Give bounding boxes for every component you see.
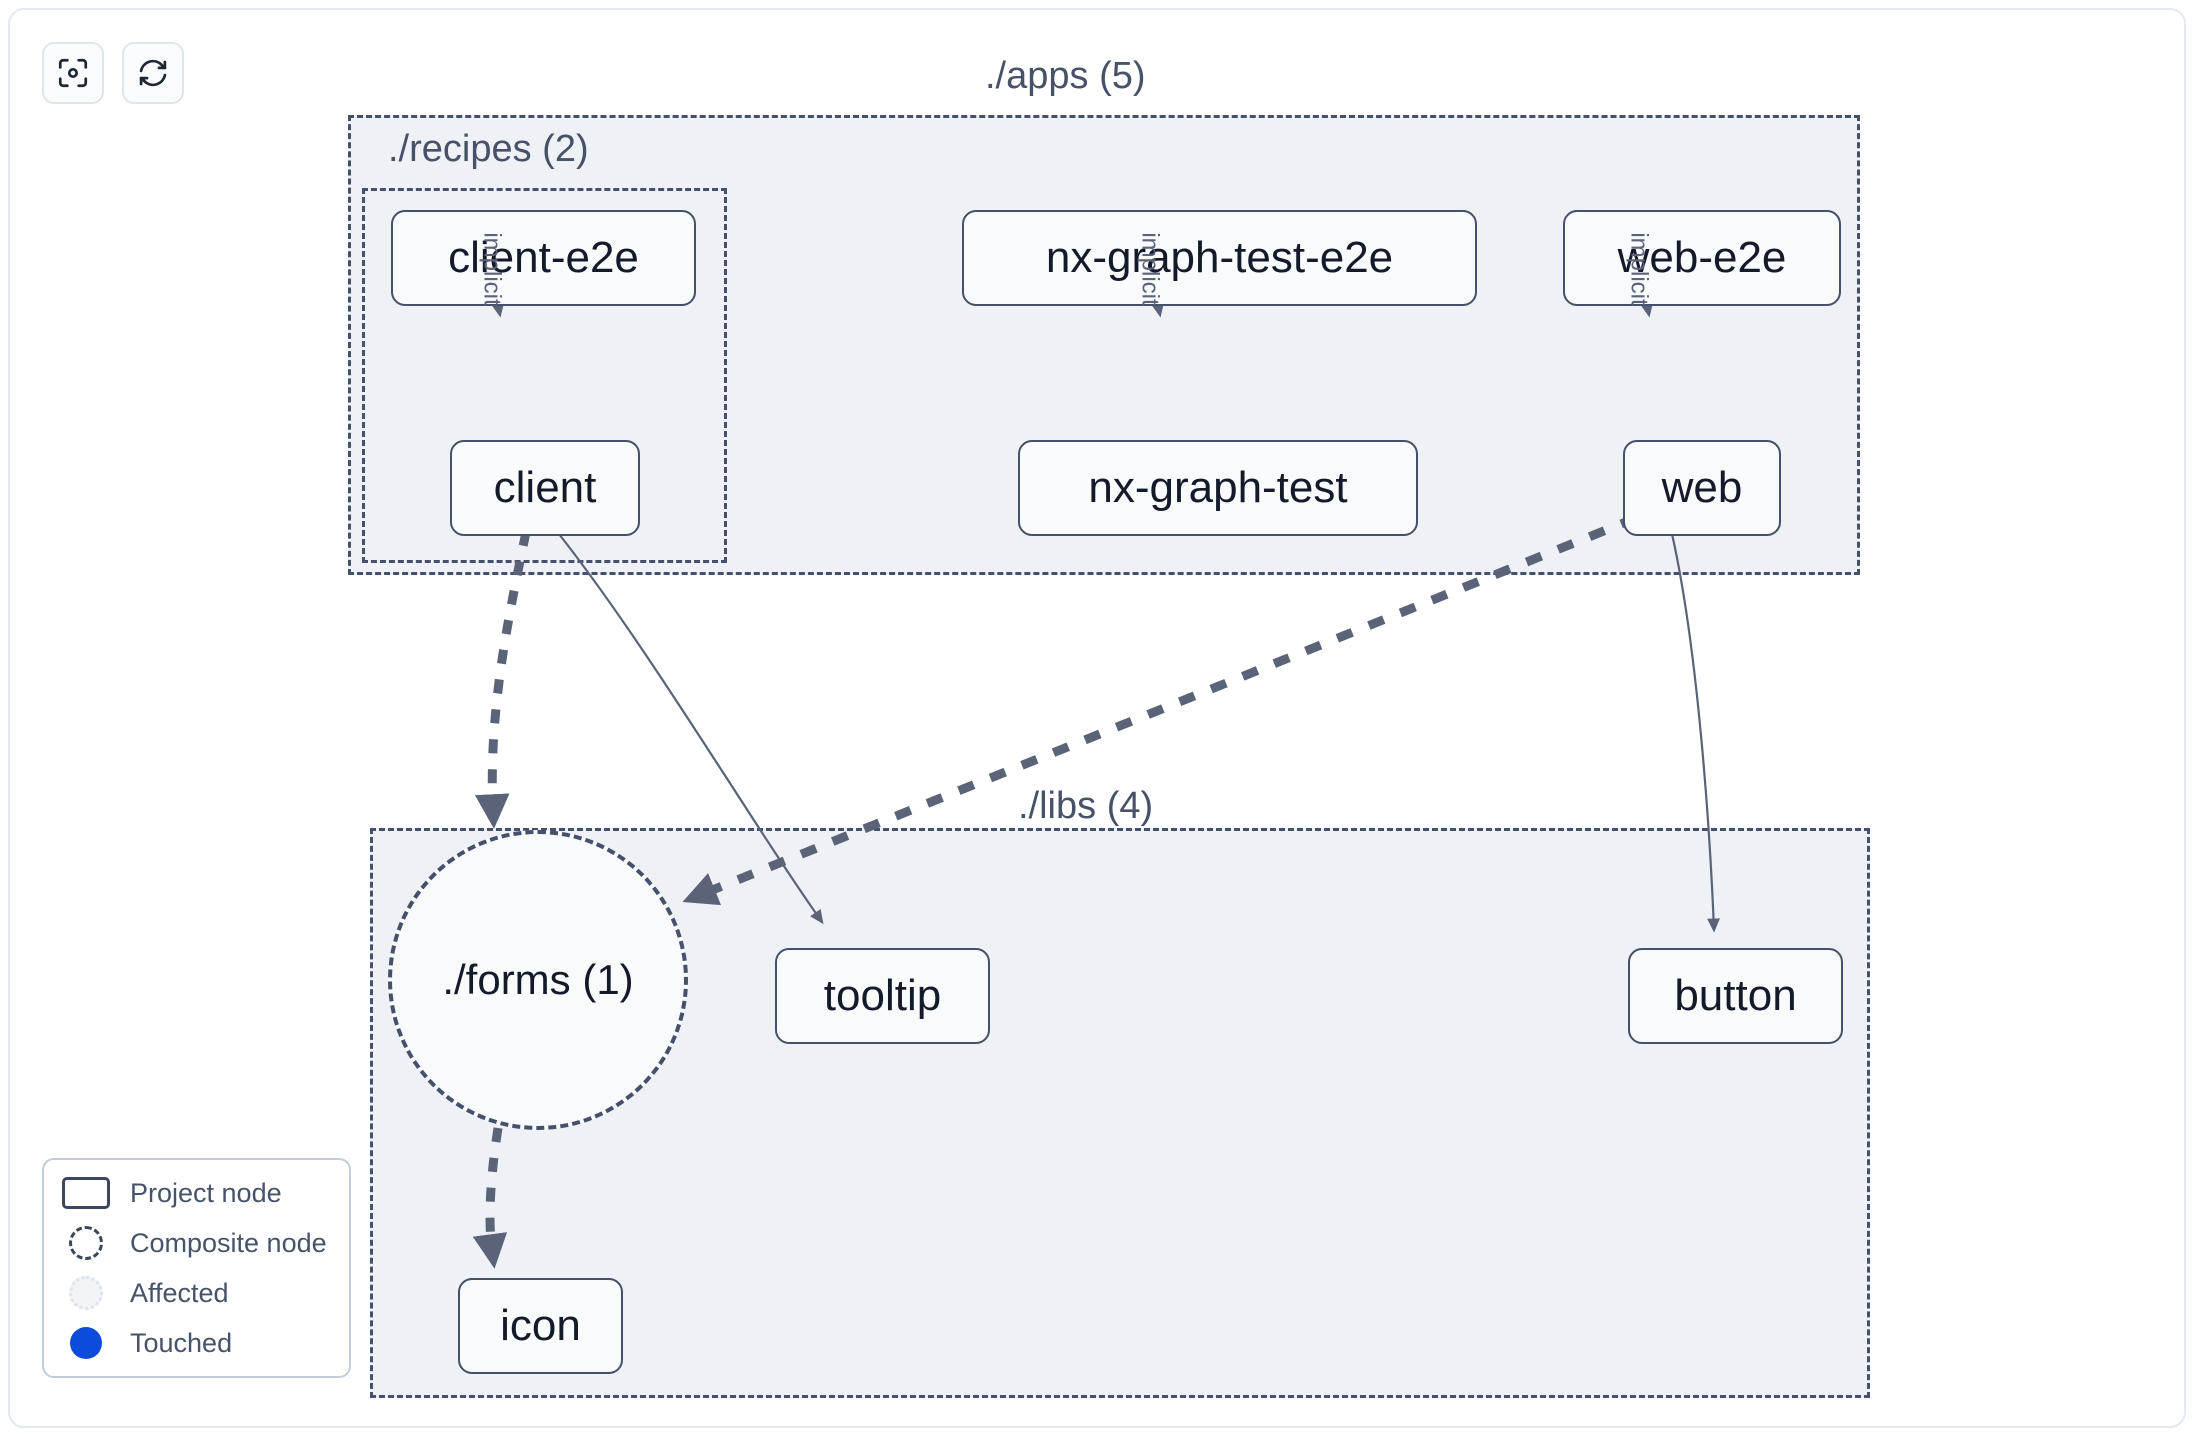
- group-label-apps: ./apps (5): [985, 55, 1146, 97]
- legend-item-touched: Touched: [60, 1326, 327, 1360]
- node-forms-composite[interactable]: ./forms (1): [388, 830, 688, 1130]
- node-nx-graph-test[interactable]: nx-graph-test: [1018, 440, 1418, 536]
- node-tooltip[interactable]: tooltip: [775, 948, 990, 1044]
- node-web[interactable]: web: [1623, 440, 1781, 536]
- node-client-e2e[interactable]: client-e2e: [391, 210, 696, 306]
- node-label: web-e2e: [1617, 233, 1787, 282]
- node-icon[interactable]: icon: [458, 1278, 623, 1374]
- node-label: tooltip: [823, 971, 942, 1020]
- project-node-icon: [60, 1177, 112, 1209]
- edge-label-nx-graph-test-e2e-implicit: implicit: [1136, 232, 1164, 306]
- node-label: nx-graph-test-e2e: [1045, 233, 1394, 282]
- edge-label-client-e2e-implicit: implicit: [478, 232, 506, 306]
- node-label: button: [1674, 971, 1797, 1020]
- graph-toolbar: [42, 42, 184, 104]
- composite-node-icon: [60, 1226, 112, 1260]
- legend-label: Touched: [130, 1327, 233, 1358]
- node-label: nx-graph-test: [1088, 463, 1348, 512]
- node-client[interactable]: client: [450, 440, 640, 536]
- refresh-icon: [136, 56, 170, 90]
- legend-item-composite-node: Composite node: [60, 1226, 327, 1260]
- graph-card: ./apps (5) ./recipes (2) ./libs (4): [8, 8, 2186, 1428]
- refresh-graph-button[interactable]: [122, 42, 184, 104]
- node-nx-graph-test-e2e[interactable]: nx-graph-test-e2e: [962, 210, 1477, 306]
- legend-item-project-node: Project node: [60, 1176, 327, 1210]
- legend-label: Composite node: [130, 1227, 327, 1258]
- node-label: web: [1661, 463, 1743, 512]
- node-label: client-e2e: [448, 233, 639, 282]
- group-label-recipes: ./recipes (2): [388, 128, 589, 170]
- legend-label: Affected: [130, 1277, 229, 1308]
- affected-node-icon: [60, 1276, 112, 1310]
- node-label: icon: [500, 1301, 581, 1350]
- node-label: ./forms (1): [442, 956, 634, 1003]
- graph-legend: Project node Composite node Affected Tou…: [42, 1158, 351, 1378]
- group-label-libs: ./libs (4): [1018, 785, 1154, 827]
- node-web-e2e[interactable]: web-e2e: [1563, 210, 1841, 306]
- node-label: client: [493, 463, 597, 512]
- node-button[interactable]: button: [1628, 948, 1843, 1044]
- edge-label-web-e2e-implicit: implicit: [1625, 232, 1653, 306]
- legend-label: Project node: [130, 1177, 282, 1208]
- focus-target-icon: [56, 56, 90, 90]
- focus-graph-button[interactable]: [42, 42, 104, 104]
- touched-node-icon: [60, 1327, 112, 1359]
- legend-item-affected: Affected: [60, 1276, 327, 1310]
